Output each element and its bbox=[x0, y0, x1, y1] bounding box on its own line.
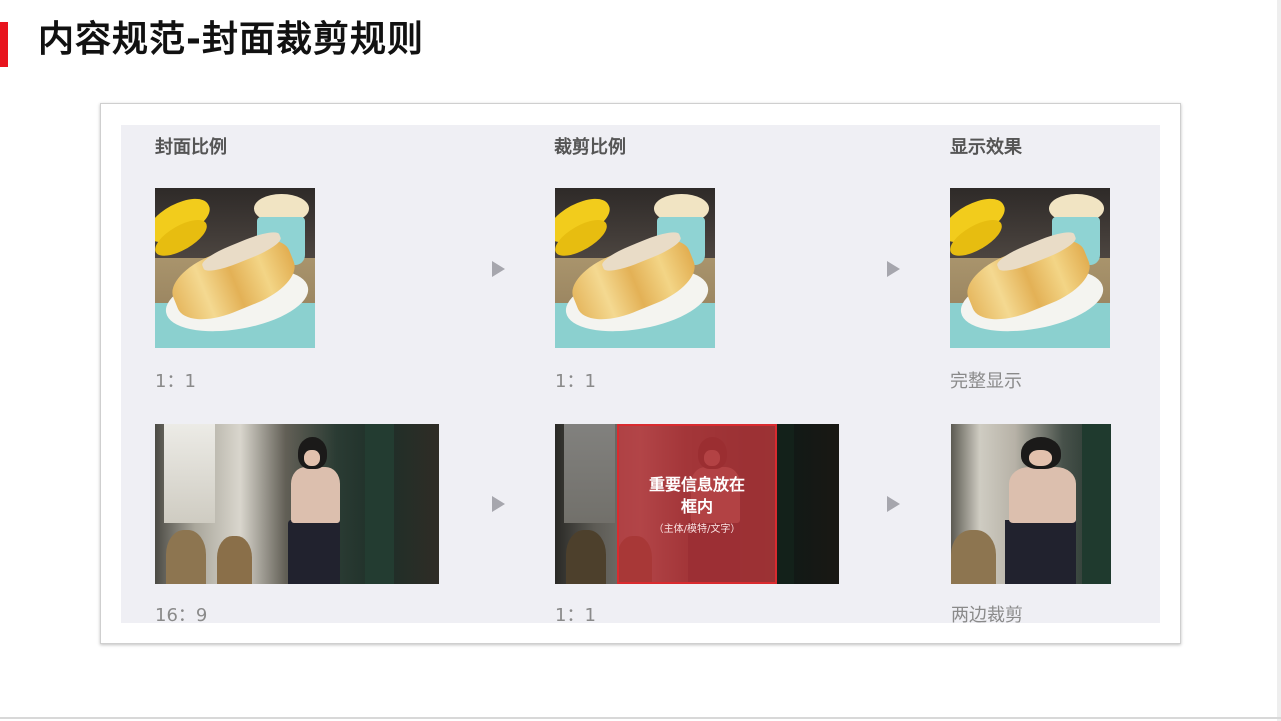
display-effect-caption: 完整显示 bbox=[950, 371, 1022, 392]
cover-ratio-caption: 1：1 bbox=[155, 371, 196, 392]
cover-ratio-caption: 16：9 bbox=[155, 605, 208, 626]
crop-image-square bbox=[555, 188, 715, 348]
page-title: 内容规范-封面裁剪规则 bbox=[38, 19, 424, 60]
display-effect-heading: 显示效果 bbox=[950, 137, 1022, 158]
display-image-cropped bbox=[951, 424, 1111, 584]
cover-image-widescreen bbox=[155, 424, 439, 584]
arrow-right-icon bbox=[492, 496, 505, 512]
crop-rules-card: 封面比例 裁剪比例 显示效果 1：1 1：1 完整显示 bbox=[100, 103, 1181, 644]
crop-ratio-caption: 1：1 bbox=[555, 605, 596, 626]
cover-ratio-heading: 封面比例 bbox=[155, 137, 227, 158]
crop-rules-panel: 封面比例 裁剪比例 显示效果 1：1 1：1 完整显示 bbox=[121, 125, 1160, 626]
arrow-right-icon bbox=[492, 261, 505, 277]
arrow-right-icon bbox=[887, 261, 900, 277]
crop-frame-note: （主体/模特/文字） bbox=[653, 523, 741, 535]
display-image-square bbox=[950, 188, 1110, 348]
crop-frame-label: 重要信息放在框内 bbox=[648, 474, 745, 516]
arrow-right-icon bbox=[887, 496, 900, 512]
crop-image-widescreen: 重要信息放在框内 （主体/模特/文字） bbox=[555, 424, 839, 584]
slide-edge bbox=[1277, 0, 1281, 721]
crop-ratio-heading: 裁剪比例 bbox=[554, 137, 626, 158]
display-effect-caption: 两边裁剪 bbox=[951, 605, 1023, 626]
cover-image-square bbox=[155, 188, 315, 348]
crop-frame: 重要信息放在框内 （主体/模特/文字） bbox=[617, 424, 777, 584]
title-accent-bar bbox=[0, 22, 8, 67]
crop-ratio-caption: 1：1 bbox=[555, 371, 596, 392]
slide-bottom-divider bbox=[0, 717, 1281, 719]
